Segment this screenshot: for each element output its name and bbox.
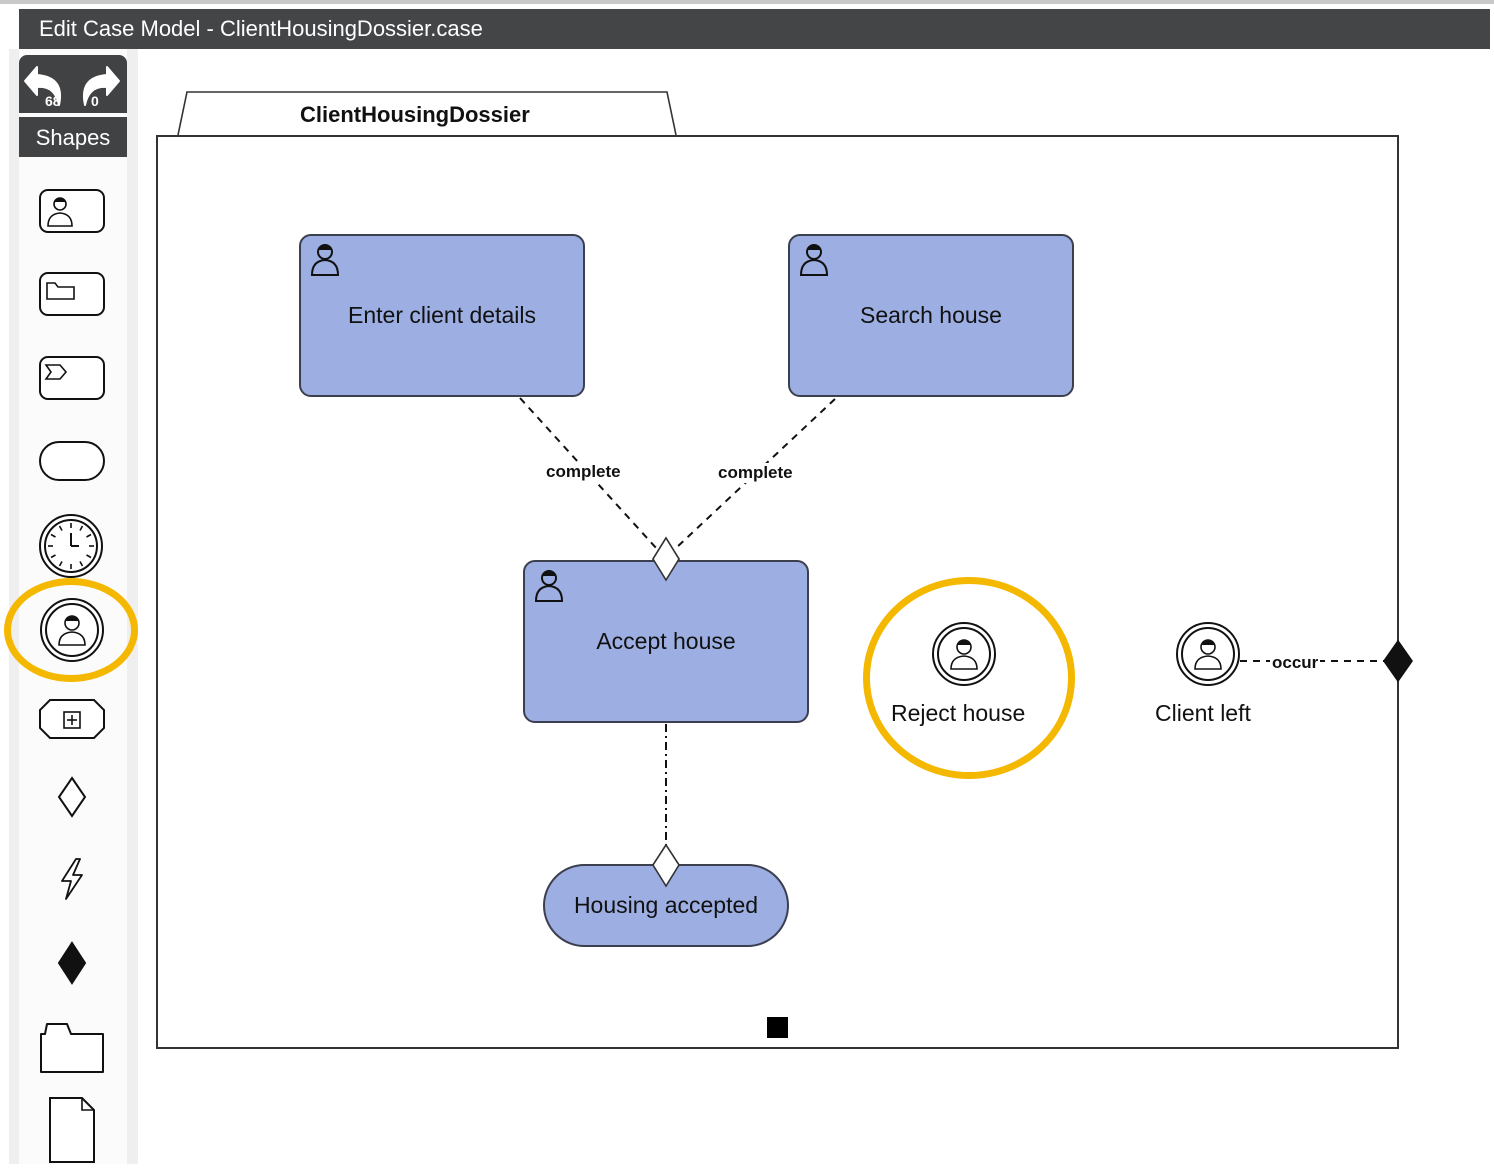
undo-arrow-icon: [24, 66, 61, 106]
redo-button[interactable]: 0: [73, 55, 123, 113]
resize-handle[interactable]: [767, 1017, 788, 1038]
connector-enter-to-accept[interactable]: [519, 397, 658, 550]
diamond-outline-icon: [57, 776, 87, 818]
document-icon: [49, 1097, 95, 1163]
expand-plus-icon: [39, 699, 105, 739]
user-event-shape[interactable]: [39, 597, 105, 668]
window-title: Edit Case Model - ClientHousingDossier.c…: [19, 9, 1490, 49]
event-client-left[interactable]: [1175, 621, 1241, 692]
case-task-shape[interactable]: [38, 271, 106, 324]
folder-large-icon: [40, 1023, 104, 1073]
connector-label: complete: [716, 463, 795, 483]
process-chevron-icon: [39, 356, 105, 400]
palette-highlight-ring: [4, 578, 138, 682]
event-label: Client left: [1155, 700, 1251, 726]
plan-item-shape[interactable]: [56, 857, 88, 906]
document-shape[interactable]: [48, 1096, 98, 1169]
milestone-housing-accepted[interactable]: Housing accepted: [543, 864, 789, 947]
case-plan-name: ClientHousingDossier: [300, 102, 530, 127]
shapes-header: Shapes: [19, 117, 127, 157]
exit-criterion-shape[interactable]: [57, 941, 87, 990]
case-file-item-shape[interactable]: [39, 1020, 105, 1079]
user-circle-icon: [1176, 622, 1240, 686]
timer-event-shape[interactable]: [38, 513, 104, 584]
task-label: Accept house: [596, 628, 736, 654]
connector-label: complete: [544, 462, 623, 482]
folder-icon: [39, 272, 105, 316]
task-search-house[interactable]: Search house: [788, 234, 1074, 397]
event-highlight-ring: [863, 577, 1075, 779]
diamond-filled-icon: [57, 941, 87, 985]
undo-redo-toolbar: 68 0: [19, 55, 127, 113]
redo-count: 0: [91, 93, 99, 109]
task-label: Enter client details: [348, 302, 536, 328]
user-icon: [799, 244, 829, 276]
user-icon: [310, 244, 340, 276]
human-task-shape[interactable]: [38, 188, 106, 241]
user-icon: [39, 189, 105, 233]
stage-shape[interactable]: [38, 698, 106, 745]
case-plan-tab[interactable]: [177, 91, 677, 136]
rounded-rect-icon: [39, 441, 105, 481]
task-accept-house[interactable]: Accept house: [523, 560, 809, 723]
lightning-icon: [61, 858, 83, 900]
milestone-shape[interactable]: [38, 440, 106, 489]
user-icon: [534, 570, 564, 602]
palette-scrollbar[interactable]: [127, 49, 138, 1164]
entry-criterion-shape[interactable]: [57, 776, 87, 823]
redo-arrow-icon: [83, 66, 120, 106]
task-enter-client-details[interactable]: Enter client details: [299, 234, 585, 397]
exit-criterion-case-plan[interactable]: [1383, 639, 1413, 683]
undo-button[interactable]: 68: [23, 55, 73, 113]
case-plan-border[interactable]: [156, 135, 1399, 1049]
process-task-shape[interactable]: [38, 355, 106, 408]
window-top-border: [0, 0, 1494, 4]
undo-count: 68: [45, 93, 61, 109]
user-circle-icon: [40, 598, 104, 662]
clock-icon: [39, 514, 103, 578]
milestone-label: Housing accepted: [573, 892, 759, 918]
task-label: Search house: [860, 302, 1002, 328]
connector-label: occur: [1270, 653, 1321, 673]
